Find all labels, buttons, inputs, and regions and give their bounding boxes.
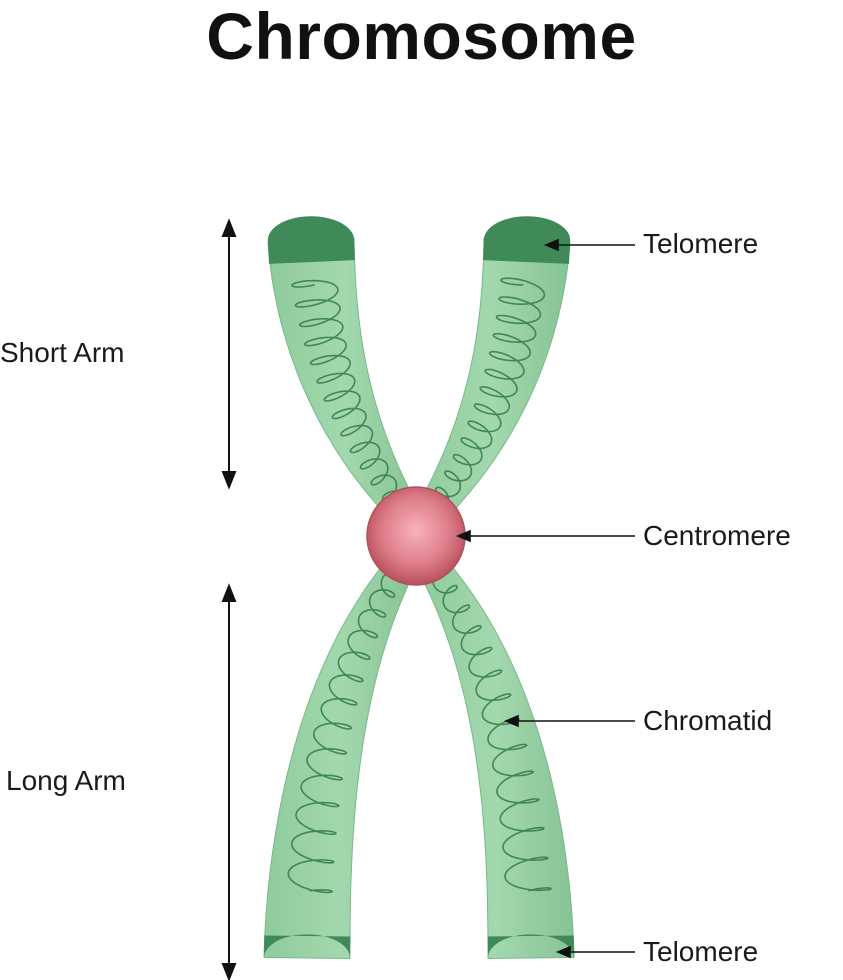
dna-coil-upper-left-arm	[291, 279, 407, 512]
short-arm-label: Short Arm	[0, 337, 125, 368]
telomere-caps	[264, 216, 574, 959]
page-title: Chromosome	[206, 0, 637, 73]
dna-coil-lower-right-arm	[432, 570, 552, 892]
telomere-cap-lower-left-arm	[264, 934, 351, 959]
long-arm-label: Long Arm	[6, 765, 126, 796]
telomere-cap-upper-left-arm	[267, 216, 355, 264]
dna-coils	[287, 277, 552, 894]
centromere-sphere	[366, 486, 466, 586]
centromere-leader-arrow	[455, 529, 635, 543]
telomere-bottom-label: Telomere	[643, 936, 759, 967]
lower-left-arm	[263, 551, 418, 960]
short-arm-dimension-arrow	[221, 218, 237, 490]
upper-left-arm	[267, 237, 422, 530]
dna-coil-upper-right-arm	[431, 277, 546, 513]
telomere-cap-lower-right-arm	[487, 934, 574, 959]
chromatid-leader-arrow	[503, 714, 635, 728]
long-arm-dimension-arrow	[221, 583, 237, 980]
telomere-bottom-leader-arrow	[555, 945, 635, 959]
chromatid-label: Chromatid	[643, 705, 773, 736]
telomere-cap-upper-right-arm	[483, 216, 571, 264]
lower-right-arm	[415, 551, 575, 960]
dna-coil-lower-left-arm	[287, 570, 398, 894]
upper-right-arm	[413, 237, 571, 530]
telomere-top-leader-arrow	[543, 238, 635, 252]
telomere-top-label: Telomere	[643, 228, 759, 259]
centromere-label: Centromere	[643, 520, 791, 551]
